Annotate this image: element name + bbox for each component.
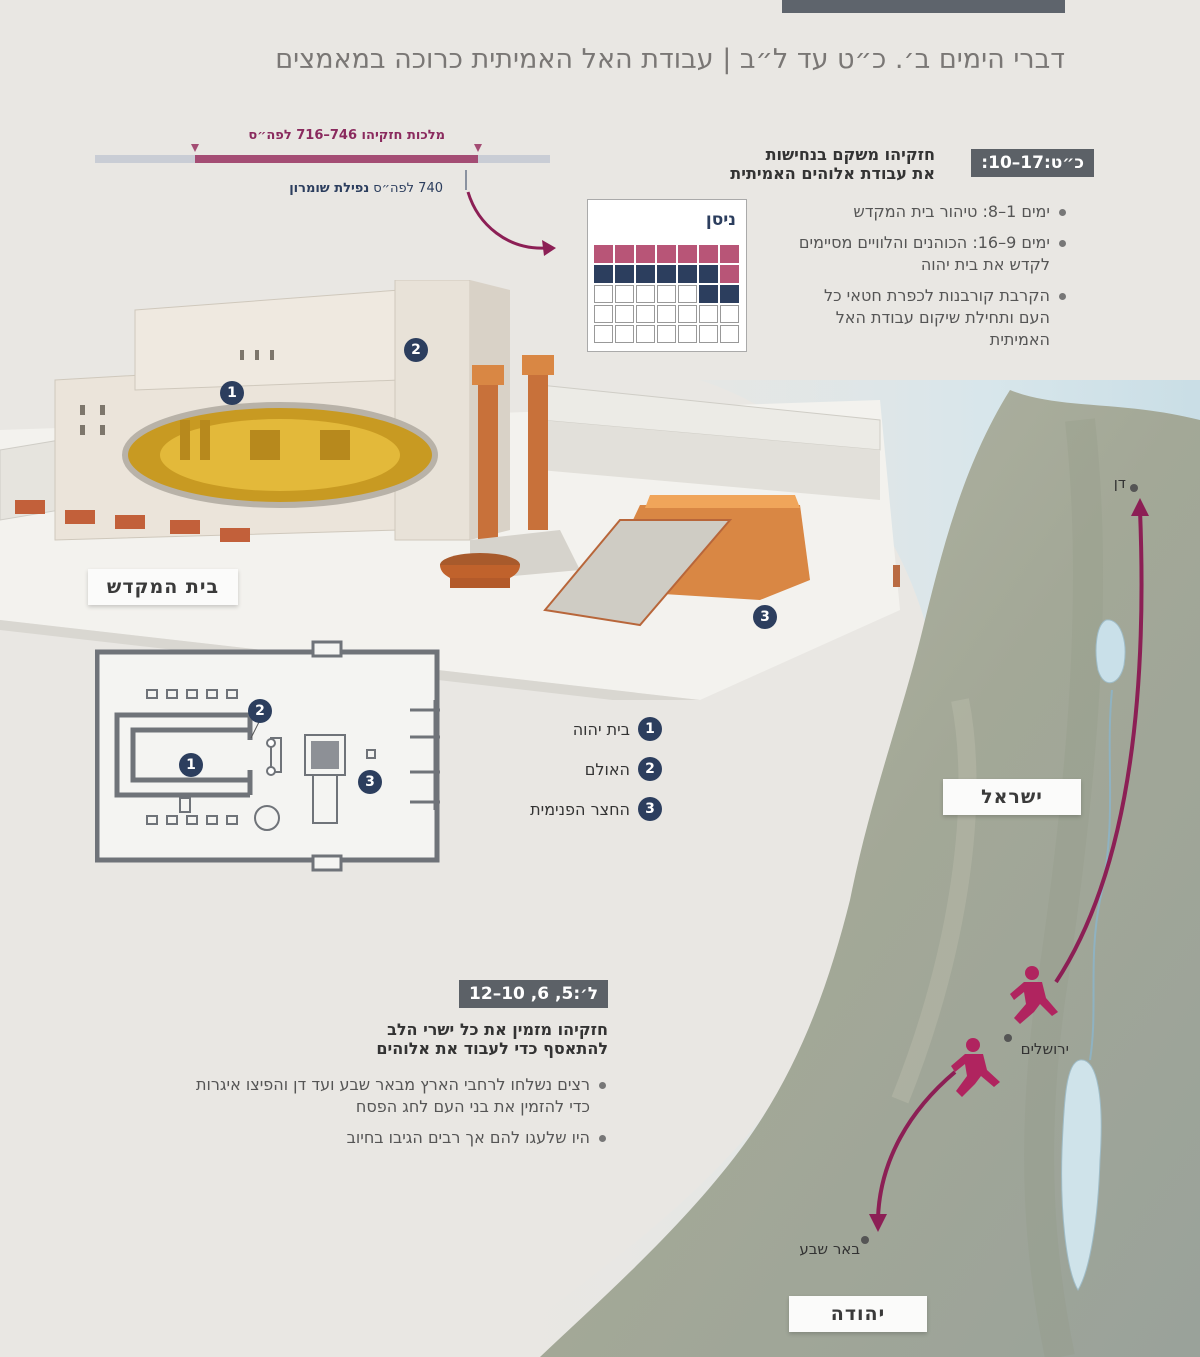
legend-num: 2 — [638, 757, 662, 781]
calendar-month: ניסן — [705, 210, 736, 230]
calendar-day-cell — [678, 305, 697, 323]
calendar-day-cell — [636, 305, 655, 323]
runner-icon — [1010, 966, 1058, 1024]
samaria-event: 740 לפה״ס נפילת שומרון — [289, 181, 443, 196]
region-label-israel: ישראל — [943, 779, 1081, 815]
city-beersheba: באר שבע — [799, 1240, 860, 1258]
calendar-day-cell — [699, 325, 718, 343]
section1-ref: כ״ט:17–10: — [971, 149, 1094, 177]
legend-label: החצר הפנימית — [530, 799, 630, 819]
calendar-day-cell — [615, 245, 634, 263]
legend-label: האולם — [584, 759, 630, 779]
calendar-day-cell — [594, 245, 613, 263]
timeline-bar — [95, 144, 550, 163]
event-name: נפילת שומרון — [289, 181, 370, 196]
legend-num: 3 — [638, 797, 662, 821]
timeline-arrow — [465, 170, 556, 256]
calendar-day-cell — [720, 285, 739, 303]
calendar-grid — [594, 245, 739, 345]
list-item: ימים 1–8: טיהור בית המקדש — [788, 201, 1068, 223]
calendar-day-cell — [699, 285, 718, 303]
legend-item: 2 האולם — [530, 756, 662, 782]
dead-sea — [1061, 1059, 1102, 1291]
legend-label: בית יהוה — [572, 719, 630, 739]
sea-of-galilee — [1095, 619, 1126, 683]
calendar-day-cell — [657, 265, 676, 283]
heading-line: חזקיהו מזמין את כל ישרי הלב — [387, 1020, 608, 1039]
calendar-day-cell — [657, 325, 676, 343]
list-item: היו שלעגו להם אך רבים הגיבו בחיוב — [188, 1127, 608, 1149]
calendar-day-cell — [720, 325, 739, 343]
calendar-day-cell — [657, 305, 676, 323]
calendar-day-cell — [615, 305, 634, 323]
section1-bullets: ימים 1–8: טיהור בית המקדש ימים 9–16: הכו… — [788, 201, 1068, 360]
city-dan: דן — [1113, 474, 1126, 492]
region-label-judah: יהודה — [789, 1296, 927, 1332]
dan-dot — [1130, 484, 1138, 492]
reign-label: מלכות חזקיהו 746–716 לפה״ס — [248, 128, 445, 143]
calendar-day-cell — [720, 245, 739, 263]
temple-illustration — [0, 280, 900, 700]
heading-line: להתאסף כדי לעבוד את אלוהים — [376, 1039, 608, 1058]
temple-badge-2: 2 — [404, 338, 428, 362]
route-to-beersheba — [876, 1070, 957, 1219]
calendar-day-cell — [699, 245, 718, 263]
calendar-day-cell — [594, 305, 613, 323]
calendar-day-cell — [678, 265, 697, 283]
page-title: דברי הימים ב׳. כ״ט עד ל״ב | עבודת האל הא… — [275, 44, 1065, 75]
heading-line: את עבודת אלוהים האמיתית — [730, 164, 935, 183]
plan-badge-2: 2 — [248, 699, 272, 723]
calendar-day-cell — [699, 305, 718, 323]
heading-line: חזקיהו משקם בנחישות — [765, 145, 935, 164]
plan-badge-3: 3 — [358, 770, 382, 794]
calendar-day-cell — [594, 325, 613, 343]
calendar-day-cell — [636, 245, 655, 263]
section2-ref: ל׳:5, 6, 10–12 — [459, 980, 608, 1008]
calendar-day-cell — [678, 285, 697, 303]
legend-item: 3 החצר הפנימית — [530, 796, 662, 822]
land-mass — [540, 390, 1200, 1357]
calendar-day-cell — [615, 265, 634, 283]
calendar-day-cell — [678, 245, 697, 263]
section2-bullets: רצים נשלחו לרחבי הארץ מבאר שבע ועד דן וה… — [188, 1074, 608, 1158]
legend-num: 1 — [638, 717, 662, 741]
city-jerusalem: ירושלים — [1020, 1040, 1069, 1058]
section1-heading: חזקיהו משקם בנחישות את עבודת אלוהים האמי… — [605, 145, 935, 183]
calendar-day-cell — [678, 325, 697, 343]
jerusalem-dot — [1004, 1034, 1012, 1042]
calendar-day-cell — [615, 285, 634, 303]
temple-label: בית המקדש — [88, 569, 238, 605]
calendar-day-cell — [594, 285, 613, 303]
list-item: הקרבת קורבנות לכפרת חטאי כל העם ותחילת ש… — [788, 285, 1068, 351]
calendar-day-cell — [636, 285, 655, 303]
event-year: 740 לפה״ס — [373, 181, 443, 196]
calendar-day-cell — [615, 325, 634, 343]
plan-badge-1: 1 — [179, 753, 203, 777]
calendar-day-cell — [636, 265, 655, 283]
pillar — [528, 370, 548, 530]
calendar-card: ניסן — [587, 199, 747, 352]
calendar-day-cell — [657, 245, 676, 263]
list-item: ימים 9–16: הכוהנים והלוויים מסיימים לקדש… — [788, 232, 1068, 276]
route-to-dan — [1054, 509, 1144, 984]
calendar-day-cell — [636, 325, 655, 343]
calendar-day-cell — [657, 285, 676, 303]
temple-badge-3: 3 — [753, 605, 777, 629]
calendar-day-cell — [720, 265, 739, 283]
calendar-day-cell — [699, 265, 718, 283]
beersheba-dot — [861, 1236, 869, 1244]
legend-item: 1 בית יהוה — [530, 716, 662, 742]
temple-badge-1: 1 — [220, 381, 244, 405]
pillar — [478, 380, 498, 540]
top-accent-bar — [782, 0, 1065, 13]
list-item: רצים נשלחו לרחבי הארץ מבאר שבע ועד דן וה… — [188, 1074, 608, 1118]
section2-heading: חזקיהו מזמין את כל ישרי הלב להתאסף כדי ל… — [208, 1020, 608, 1058]
calendar-day-cell — [594, 265, 613, 283]
runner-icon — [951, 1038, 1000, 1097]
temple-floor-plan — [95, 640, 440, 872]
calendar-day-cell — [720, 305, 739, 323]
plan-legend: 1 בית יהוה 2 האולם 3 החצר הפנימית — [530, 716, 662, 822]
